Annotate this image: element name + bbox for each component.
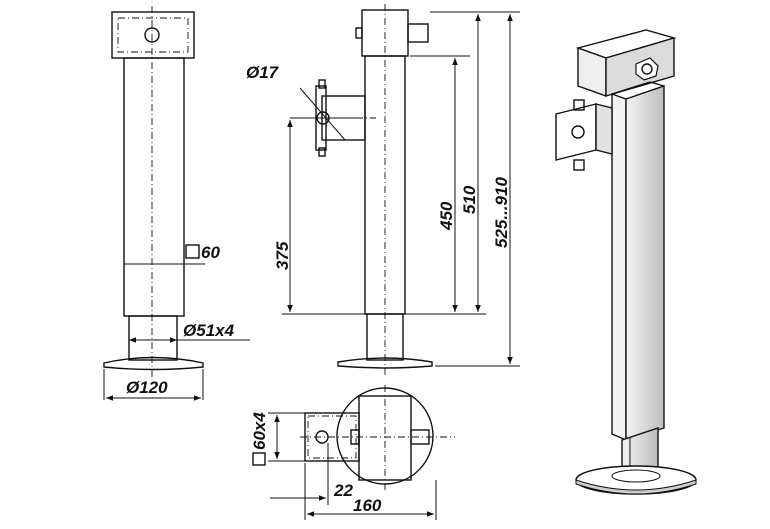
dim-height-hole: 375 xyxy=(273,241,292,270)
dim-inner-tube: Ø51x4 xyxy=(183,321,235,340)
dim-height-range: 525...910 xyxy=(492,177,511,248)
dim-height-tube: 510 xyxy=(460,185,479,214)
dim-plate-width: 160 xyxy=(353,496,382,515)
dim-clamp-profile: 60x4 xyxy=(250,412,269,450)
side-view xyxy=(282,4,520,375)
isometric-view xyxy=(555,29,697,495)
dim-height-clamp: 450 xyxy=(437,201,456,231)
top-view xyxy=(268,385,455,520)
square-symbol-2 xyxy=(252,452,266,466)
front-view xyxy=(103,6,250,401)
dim-offset: 22 xyxy=(333,481,353,500)
dim-foot-plate: Ø120 xyxy=(126,378,168,397)
dim-hole: Ø17 xyxy=(246,63,280,82)
square-symbol xyxy=(185,244,200,259)
dim-square-tube: 60 xyxy=(201,243,220,262)
